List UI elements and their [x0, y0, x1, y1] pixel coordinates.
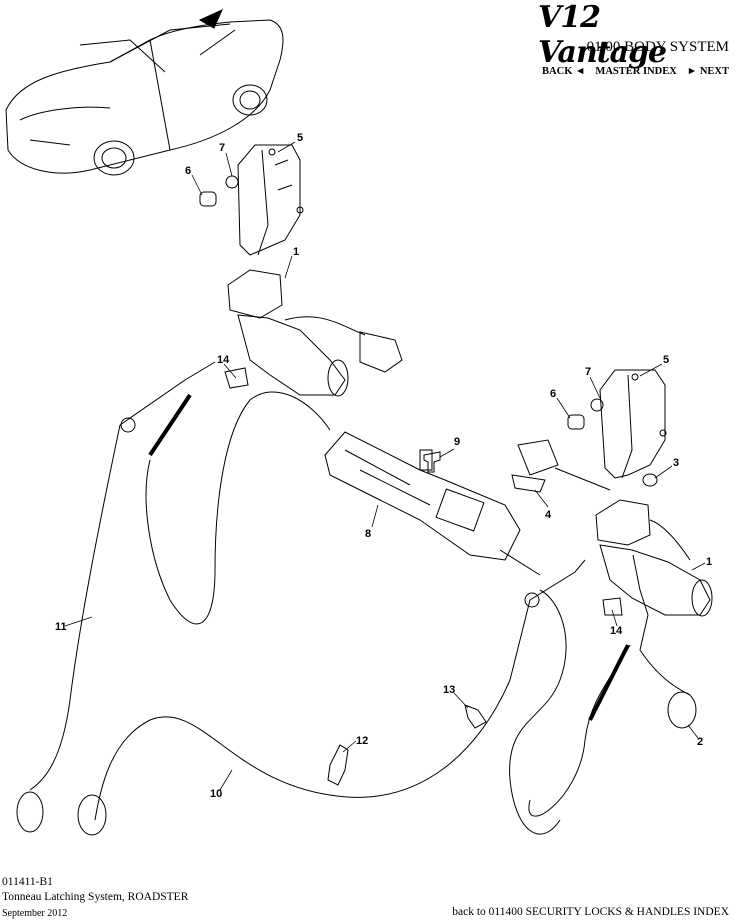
callout-label: 5 [663, 354, 669, 366]
diagram-title: Tonneau Latching System, ROADSTER [2, 891, 189, 903]
next-link[interactable]: ► NEXT [686, 66, 729, 77]
callout-label: 5 [297, 132, 303, 144]
callout-label: 14 [217, 354, 230, 366]
diagram-date: September 2012 [2, 908, 68, 919]
callout-label: 7 [585, 366, 591, 378]
latch-assembly-8 [324, 431, 541, 576]
callout-label: 8 [365, 528, 371, 540]
cable-10 [94, 599, 531, 821]
part-13 [464, 704, 487, 729]
car-illustration [5, 9, 284, 176]
pull-ring-10 [77, 794, 107, 836]
section-title: 01.00 BODY SYSTEM [586, 39, 729, 55]
callout-label: 2 [697, 736, 703, 748]
callout-label: 12 [356, 735, 368, 747]
pull-ring-11 [16, 791, 44, 833]
callout-label: 7 [219, 142, 225, 154]
part-12 [327, 744, 349, 786]
master-index-link[interactable]: MASTER INDEX [595, 66, 677, 77]
callout-label: 13 [443, 684, 455, 696]
hinge-bracket-lower [567, 369, 667, 487]
back-link[interactable]: BACK ◄ [542, 66, 586, 77]
callout-label: 1 [293, 246, 299, 258]
back-to-index-link[interactable]: back to 011400 SECURITY LOCKS & HANDLES … [452, 906, 729, 918]
pull-ring-2 [667, 691, 697, 729]
callout-label: 1 [706, 556, 712, 568]
part-9 [423, 451, 441, 473]
callout-label: 4 [545, 509, 552, 521]
brand-logo: V12 Vantage [538, 0, 667, 70]
cable-11 [29, 424, 121, 791]
hinge-bracket-upper [199, 144, 304, 256]
nav-bar: BACK ◄ MASTER INDEX ► NEXT [542, 66, 729, 77]
latch-motor-lower [595, 499, 713, 617]
callout-label: 3 [673, 457, 679, 469]
callout-label: 11 [55, 621, 67, 633]
sensor-4 [511, 439, 611, 493]
callout-label: 9 [454, 436, 460, 448]
diagram-code: 011411-B1 [2, 876, 53, 888]
callout-label: 6 [550, 388, 556, 400]
callout-label: 6 [185, 165, 191, 177]
callout-label: 14 [610, 625, 623, 637]
latch-motor-upper [224, 269, 403, 397]
callout-label: 10 [210, 788, 222, 800]
